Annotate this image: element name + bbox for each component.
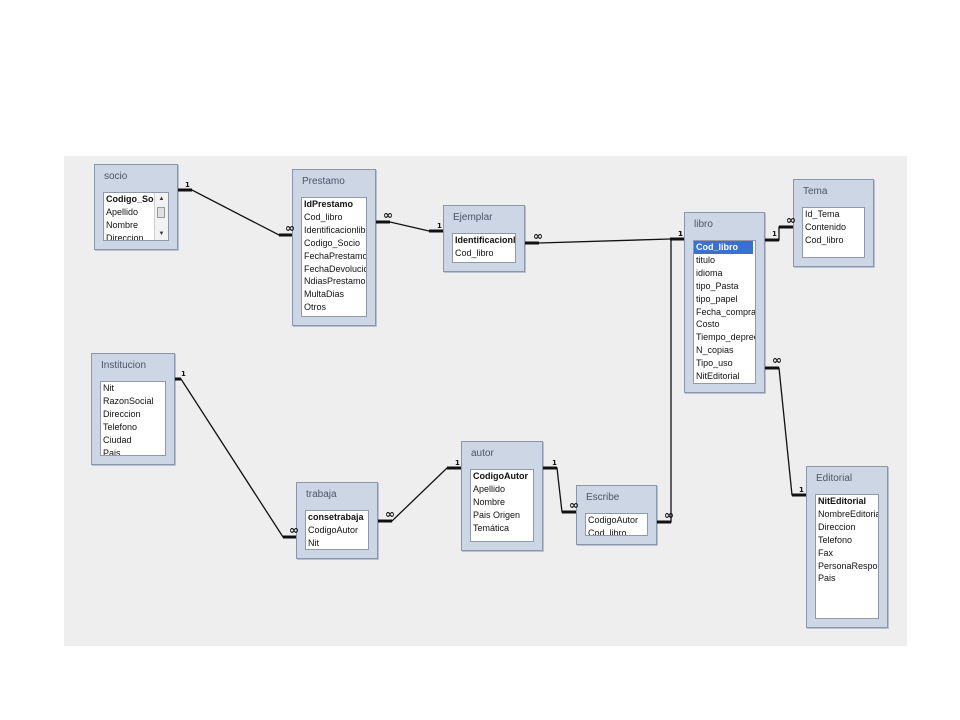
field-item[interactable]: Tipo_uso (696, 358, 733, 369)
field-item[interactable]: Cod_libro (805, 234, 844, 245)
field-item[interactable]: Telefono (103, 421, 138, 432)
field-item[interactable]: CodigoAutor (588, 515, 639, 525)
field-item[interactable]: NitEditorial (696, 371, 740, 382)
field-item[interactable]: idioma (696, 267, 723, 278)
table-title: Prestamo (302, 176, 345, 187)
table-title: Institucion (101, 360, 147, 371)
field-item[interactable]: NombreEditorial (818, 508, 878, 519)
table-ejemplar[interactable]: EjemplarIdentificacionlibCod_libro (443, 205, 525, 272)
field-item[interactable]: consetrabaja (308, 512, 364, 522)
table-title: socio (104, 171, 128, 182)
table-title: autor (471, 448, 494, 459)
field-item[interactable]: Ciudad (103, 434, 132, 445)
field-item[interactable]: Pais (818, 573, 836, 584)
field-item[interactable]: CodigoAutor (473, 471, 528, 481)
field-item[interactable]: Cod_libro (588, 527, 627, 536)
field-item[interactable]: FechaDevolucio (304, 263, 366, 274)
field-item[interactable]: Fax (818, 547, 834, 558)
field-item[interactable]: Tiempo_depreci (696, 332, 755, 343)
field-item[interactable]: Identificacionlib (455, 235, 515, 245)
field-item[interactable]: Cod_libro (455, 247, 494, 258)
field-item[interactable]: Cod_libro (304, 211, 343, 222)
table-title: Escribe (586, 492, 620, 503)
field-item[interactable]: Nombre (473, 496, 506, 507)
scroll-down-icon[interactable]: ▼ (158, 231, 165, 237)
field-item[interactable]: Apellido (106, 206, 139, 217)
field-item[interactable]: Direccion (106, 232, 144, 241)
scroll-thumb[interactable] (157, 207, 165, 218)
field-item[interactable]: Direccion (818, 521, 856, 532)
field-item[interactable]: Fecha_compra (696, 306, 755, 317)
table-title: Editorial (816, 473, 853, 484)
table-title: libro (694, 219, 713, 230)
field-item[interactable]: Codigo_Socio (304, 237, 361, 248)
field-item[interactable]: PersonaRespon (818, 560, 878, 571)
field-item[interactable]: Identificacionlib (304, 224, 366, 235)
field-item[interactable]: Nombre (106, 219, 139, 230)
scroll-up-icon[interactable]: ▲ (158, 196, 165, 202)
field-item[interactable]: NdiasPrestamo (304, 276, 366, 287)
field-item[interactable]: Direccion (103, 408, 141, 419)
field-item[interactable]: Pais (103, 447, 121, 456)
field-item[interactable]: Costo (696, 319, 720, 330)
field-item[interactable]: Otros (304, 302, 327, 313)
field-item[interactable]: Nit (308, 537, 319, 548)
field-item[interactable]: Pais Origen (473, 509, 521, 520)
field-item[interactable]: NitEditorial (818, 496, 867, 506)
field-item[interactable]: Temática (473, 522, 510, 533)
field-item[interactable]: titulo (696, 254, 716, 265)
field-item[interactable]: Id_Tema (805, 209, 840, 219)
table-title: trabaja (306, 489, 337, 500)
field-item[interactable]: N_copias (696, 345, 734, 356)
field-item[interactable]: MultaDias (304, 289, 345, 300)
field-item[interactable]: Cod_libro (694, 241, 753, 254)
field-list[interactable]: Codigo_SociApellidoNombreDireccion▲▼ (103, 192, 169, 241)
field-item[interactable]: tipo_papel (696, 293, 738, 304)
field-item[interactable]: Telefono (818, 534, 853, 545)
field-item[interactable]: Contenido (805, 221, 847, 232)
field-item[interactable]: RazonSocial (103, 395, 154, 406)
field-item[interactable]: tipo_Pasta (696, 280, 739, 291)
field-item[interactable]: IdPrestamo (304, 199, 354, 209)
table-title: Ejemplar (453, 212, 493, 223)
scrollbar[interactable]: ▲▼ (154, 193, 168, 240)
table-title: Tema (803, 186, 828, 197)
field-item[interactable]: Nit (103, 383, 114, 393)
field-item[interactable]: Apellido (473, 483, 506, 494)
field-item[interactable]: FechaPrestamo (304, 250, 366, 261)
field-item[interactable]: Codigo_Soci (106, 194, 154, 204)
field-item[interactable]: CodigoAutor (308, 524, 359, 535)
